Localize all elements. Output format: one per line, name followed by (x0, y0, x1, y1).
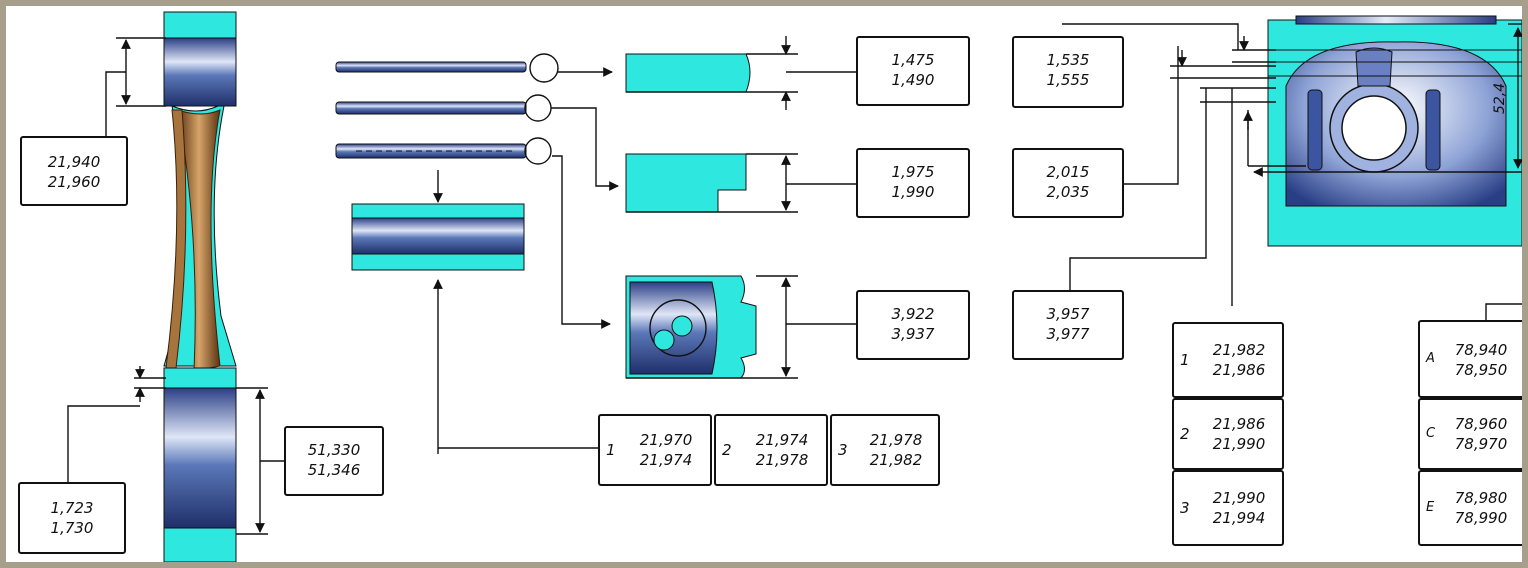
piston-class-E-box: E 78,980 78,990 (1418, 470, 1522, 546)
groove3-max: 3,977 (1046, 325, 1090, 343)
small-end-bore-min: 21,940 (47, 153, 101, 171)
pin-bore-class-1-max: 21,986 (1212, 361, 1266, 379)
piston-rings (335, 53, 559, 165)
pin-class-1-num: 1 (606, 441, 616, 459)
connecting-rod (163, 11, 237, 562)
ring1-height-max: 1,490 (891, 71, 935, 89)
groove1-max: 1,555 (1046, 71, 1090, 89)
groove3-box: 3,957 3,977 (1012, 290, 1124, 360)
pin-class-3-num: 3 (838, 441, 848, 459)
diagram-frame: 52,4 21,940 21,960 51,330 51,346 1,723 1… (6, 6, 1522, 562)
piston-class-E-num: E (1426, 500, 1435, 515)
pin-bore-class-3-num: 3 (1180, 499, 1190, 517)
ring-leader-lines (433, 67, 619, 329)
pin-bore-class-3-min: 21,990 (1212, 489, 1266, 507)
ring2-height-max: 1,990 (891, 183, 935, 201)
ring-section-dims (626, 36, 856, 379)
pin-bore-class-2-values: 21,986 21,990 (1200, 414, 1278, 454)
groove2-max: 2,035 (1046, 183, 1090, 201)
pin-bore-class-3-max: 21,994 (1212, 509, 1266, 527)
piston-class-C-max: 78,970 (1454, 435, 1508, 453)
pin-class-2-box: 2 21,974 21,978 (714, 414, 828, 486)
pin-class-2-num: 2 (722, 441, 732, 459)
piston-class-E-min: 78,980 (1454, 489, 1508, 507)
piston-class-C-min: 78,960 (1454, 415, 1508, 433)
groove3-min: 3,957 (1046, 305, 1090, 323)
big-end-width-box: 1,723 1,730 (18, 482, 126, 554)
pin-class-3-values: 21,978 21,982 (858, 430, 934, 470)
piston-height-label: 52,4 (1492, 82, 1508, 114)
pin-bore-class-3-box: 3 21,990 21,994 (1172, 470, 1284, 546)
pin-bore-class-3-values: 21,990 21,994 (1200, 488, 1278, 528)
piston-class-E-values: 78,980 78,990 (1442, 488, 1520, 528)
pin-bore-class-2-num: 2 (1180, 425, 1190, 443)
pin-class-3-box: 3 21,978 21,982 (830, 414, 940, 486)
big-end-width-min: 1,723 (50, 499, 94, 517)
big-end-width-max: 1,730 (50, 519, 94, 537)
piston-dimension-lines (1062, 23, 1522, 320)
pin-bore-class-1-box: 1 21,982 21,986 (1172, 322, 1284, 398)
piston (1267, 15, 1522, 247)
pin-class-2-max: 21,978 (755, 451, 809, 469)
big-end-bore-max: 51,346 (307, 461, 361, 479)
piston-class-C-box: C 78,960 78,970 (1418, 398, 1522, 470)
piston-class-E-max: 78,990 (1454, 509, 1508, 527)
piston-class-C-values: 78,960 78,970 (1442, 414, 1520, 454)
piston-class-A-values: 78,940 78,950 (1442, 340, 1520, 380)
piston-pin (351, 203, 525, 271)
pin-class-3-min: 21,978 (869, 431, 923, 449)
pin-bore-class-2-max: 21,990 (1212, 435, 1266, 453)
pin-bore-class-2-min: 21,986 (1212, 415, 1266, 433)
ring3-height-max: 3,937 (891, 325, 935, 343)
ring3-height-min: 3,922 (891, 305, 935, 323)
piston-class-A-min: 78,940 (1454, 341, 1508, 359)
small-end-bore-box: 21,940 21,960 (20, 136, 128, 206)
pin-class-1-values: 21,970 21,974 (626, 430, 706, 470)
piston-class-A-num: A (1426, 351, 1435, 366)
pin-class-2-values: 21,974 21,978 (742, 430, 822, 470)
groove1-min: 1,535 (1046, 51, 1090, 69)
pin-class-2-min: 21,974 (755, 431, 809, 449)
big-end-bore-box: 51,330 51,346 (284, 426, 384, 496)
big-end-bore-min: 51,330 (307, 441, 361, 459)
pin-class-1-max: 21,974 (639, 451, 693, 469)
pin-bore-class-1-values: 21,982 21,986 (1200, 340, 1278, 380)
pin-bore-class-1-num: 1 (1180, 351, 1190, 369)
pin-class-1-min: 21,970 (639, 431, 693, 449)
ring1-height-box: 1,475 1,490 (856, 36, 970, 106)
rod-dimension-lines (67, 37, 284, 535)
groove2-box: 2,015 2,035 (1012, 148, 1124, 218)
ring3-height-box: 3,922 3,937 (856, 290, 970, 360)
piston-class-A-box: A 78,940 78,950 (1418, 320, 1522, 398)
small-end-bore-max: 21,960 (47, 173, 101, 191)
piston-class-C-num: C (1426, 426, 1436, 441)
ring1-height-min: 1,475 (891, 51, 935, 69)
technical-drawing (67, 11, 1522, 562)
piston-class-A-max: 78,950 (1454, 361, 1508, 379)
ring2-height-min: 1,975 (891, 163, 935, 181)
ring2-height-box: 1,975 1,990 (856, 148, 970, 218)
pin-bore-class-1-min: 21,982 (1212, 341, 1266, 359)
pin-class-3-max: 21,982 (869, 451, 923, 469)
groove2-min: 2,015 (1046, 163, 1090, 181)
pin-bore-class-2-box: 2 21,986 21,990 (1172, 398, 1284, 470)
ring-sections (625, 53, 757, 379)
pin-class-1-box: 1 21,970 21,974 (598, 414, 712, 486)
groove1-box: 1,535 1,555 (1012, 36, 1124, 108)
